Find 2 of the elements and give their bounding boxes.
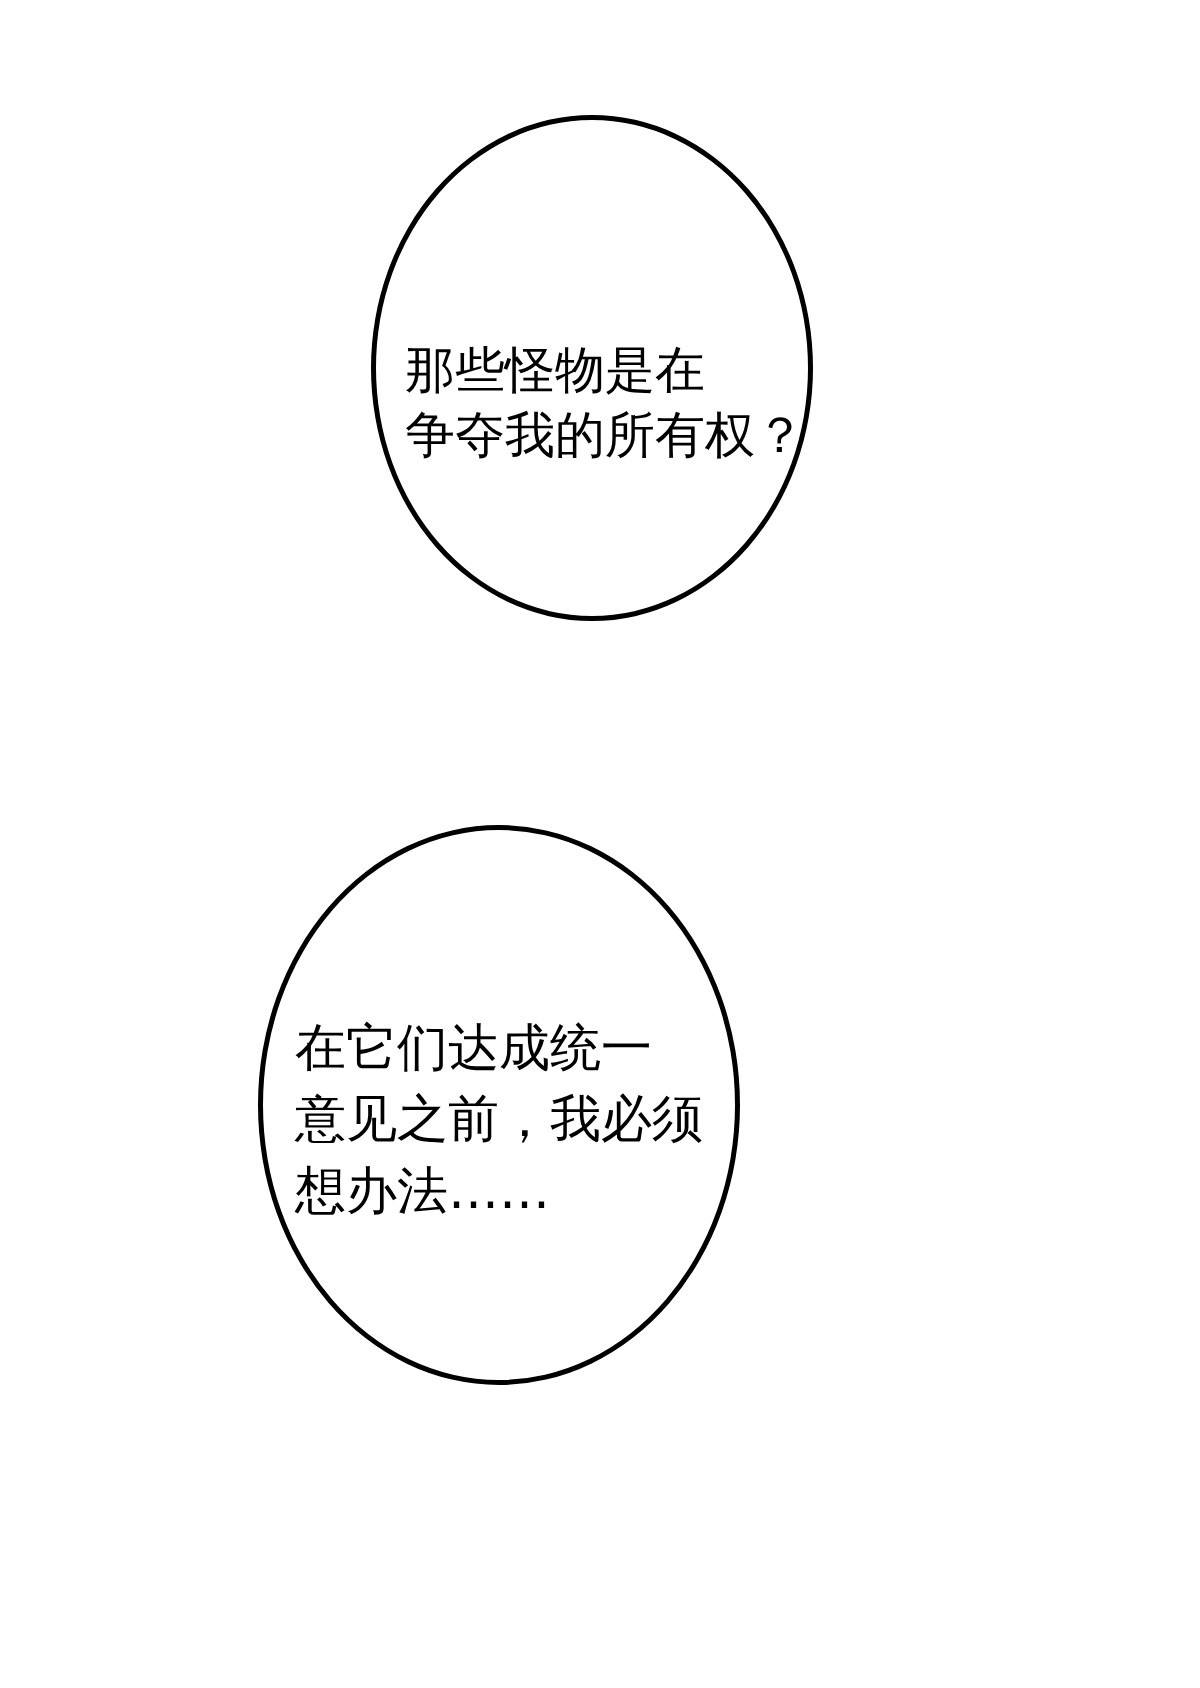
dialogue-text: 在它们达成统一意见之前，我必须想办法…… [295,1017,704,1222]
dialogue-text: 那些怪物是在争夺我的所有权？ [405,340,806,466]
